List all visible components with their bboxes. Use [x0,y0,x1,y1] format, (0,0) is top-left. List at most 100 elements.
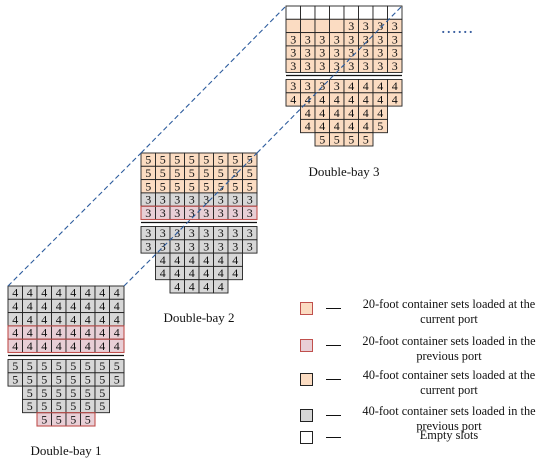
slot-number: 4 [189,266,195,280]
slot-number: 5 [85,359,91,373]
slot-number: 5 [203,166,209,180]
slot-number: 5 [174,153,180,167]
slot-number: 4 [377,79,383,93]
slot-number: 5 [218,153,224,167]
previous-port-outline [36,412,96,427]
slot-number: 5 [27,399,33,413]
slot-number: 4 [189,279,195,293]
slot-number: 4 [27,339,33,353]
slot-number: 4 [85,339,91,353]
slot-number: 4 [174,266,180,280]
slot-number: 3 [319,46,325,60]
slot-number: 4 [218,266,224,280]
slot-number: 4 [56,299,62,313]
legend-swatch [300,373,313,386]
slot-number: 3 [363,46,369,60]
container-slot [387,92,403,107]
slot-number: 5 [377,119,383,133]
slot-number: 3 [377,46,383,60]
slot-number: 5 [218,166,224,180]
slot-number: 3 [189,206,195,220]
slot-number: 3 [218,226,224,240]
slot-number: 3 [203,240,209,254]
slot-number: 4 [319,119,325,133]
legend-label: 40-foot container sets loaded at the cur… [362,368,536,397]
container-slot [213,279,229,294]
slot-number: 5 [70,359,76,373]
slot-number: 3 [232,206,238,220]
slot-number: 4 [218,253,224,267]
slot-number: 5 [174,166,180,180]
slot-number: 5 [41,359,47,373]
slot-number: 5 [189,166,195,180]
slot-number: 5 [319,132,325,146]
slot-number: 4 [348,106,354,120]
continuation-ellipsis: ...... [441,17,474,37]
slot-number: 3 [189,193,195,207]
slot-number: 4 [41,312,47,326]
container-slot [372,5,388,20]
slot-number: 3 [319,59,325,73]
slot-number: 4 [114,339,120,353]
slot-number: 4 [85,326,91,340]
slot-number: 5 [12,359,18,373]
slot-number: 5 [41,373,47,387]
perspective-dash-line [123,152,258,287]
double-bay-2: 5555555555555555555555553333333333333333… [140,152,258,325]
slot-number: 5 [85,386,91,400]
slot-number: 4 [377,93,383,107]
slot-number: 4 [348,93,354,107]
slot-number: 4 [27,326,33,340]
slot-number: 4 [348,119,354,133]
slot-number: 5 [145,179,151,193]
slot-number: 3 [203,226,209,240]
slot-number: 3 [232,240,238,254]
previous-port-outline [7,338,125,354]
slot-number: 4 [56,312,62,326]
slot-number: 3 [160,226,166,240]
slot-number: 4 [114,299,120,313]
slot-number: 3 [189,226,195,240]
container-slot [343,5,359,20]
slot-number: 3 [160,206,166,220]
slot-number: 4 [27,299,33,313]
legend-item: Empty slots [298,428,548,464]
slot-number: 4 [56,326,62,340]
slot-number: 4 [12,326,18,340]
slot-number: 4 [85,286,91,300]
slot-number: 4 [363,79,369,93]
slot-number: 4 [160,253,166,267]
slot-number: 4 [99,299,105,313]
slot-number: 3 [232,226,238,240]
slot-number: 5 [12,373,18,387]
slot-number: 5 [232,153,238,167]
slot-number: 3 [348,46,354,60]
legend-dash [326,415,341,416]
slot-number: 4 [12,312,18,326]
container-slot [358,5,374,20]
slot-number: 3 [334,79,340,93]
slot-number: 5 [41,399,47,413]
slot-number: 3 [290,59,296,73]
slot-number: 4 [99,339,105,353]
slot-number: 3 [145,240,151,254]
slot-number: 5 [85,412,91,426]
legend-label: Empty slots [419,428,479,442]
slot-number: 4 [334,106,340,120]
slot-number: 3 [145,226,151,240]
slot-number: 5 [114,373,120,387]
slot-number: 3 [218,193,224,207]
slot-number: 5 [334,132,340,146]
slot-number: 3 [290,32,296,46]
container-slot [285,5,301,20]
slot-number: 5 [218,179,224,193]
slot-number: 4 [363,119,369,133]
container-slot [227,265,243,281]
legend-dash [326,308,341,309]
slot-number: 4 [203,279,209,293]
slot-number: 4 [348,79,354,93]
slot-number: 4 [70,339,76,353]
slot-number: 3 [392,46,398,60]
slot-number: 3 [348,32,354,46]
